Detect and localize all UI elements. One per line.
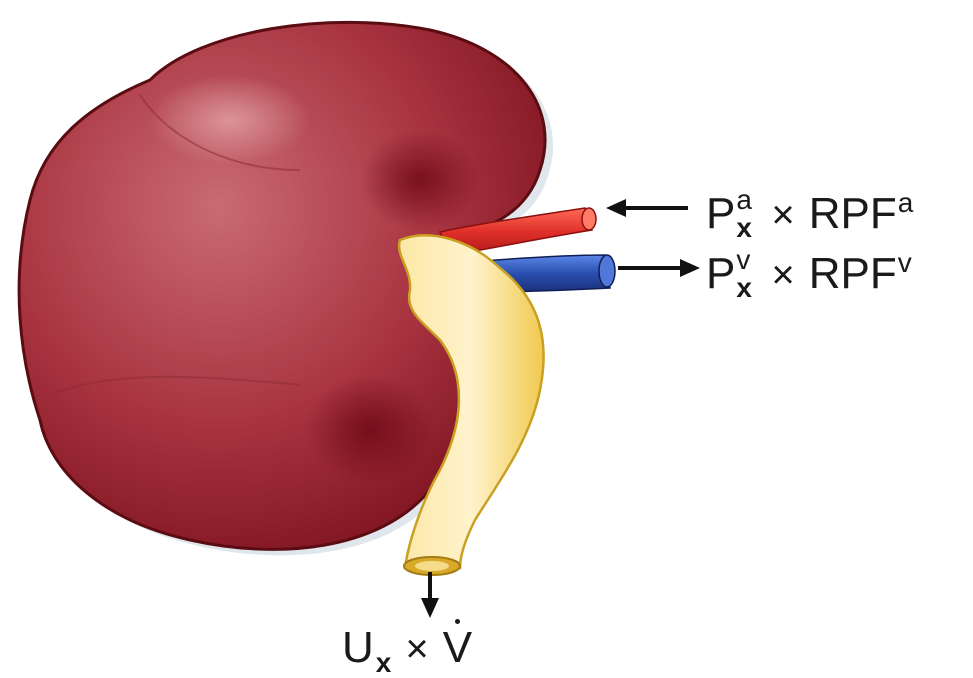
urine-times: × (405, 627, 428, 671)
arrow-out-urine (421, 572, 439, 618)
urine-u: U (342, 623, 374, 672)
arterial-p: P (706, 189, 735, 238)
venous-rpf: RPF (809, 249, 897, 298)
arrow-in-artery (606, 199, 688, 217)
venous-rpf-sup: v (898, 247, 912, 278)
arterial-times: × (771, 193, 794, 237)
venous-p-sup: v (736, 246, 750, 274)
ureter-lumen (415, 561, 449, 571)
kidney-lobe-lower (305, 375, 435, 485)
urine-excretion-label: Ux×V (342, 626, 472, 670)
urine-u-sub: x (376, 647, 392, 678)
arterial-p-sub: x (736, 214, 752, 242)
arterial-rpf-sup: a (898, 187, 914, 218)
arterial-p-sup: a (736, 186, 752, 214)
venous-p: P (706, 249, 735, 298)
kidney-highlight (150, 75, 310, 165)
kidney-lobe-upper (360, 130, 480, 230)
venous-p-sub: x (736, 274, 752, 302)
urine-flow-v: V (443, 626, 472, 670)
arrow-out-vein (618, 259, 700, 277)
venous-times: × (771, 253, 794, 297)
arterial-rpf: RPF (809, 189, 897, 238)
